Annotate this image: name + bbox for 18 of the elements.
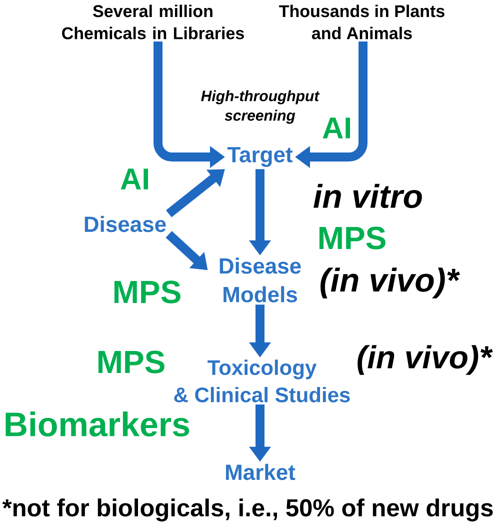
step-label: Target (227, 147, 293, 167)
condition-label: (in vivo)* (320, 268, 460, 298)
condition-label: in vitro (314, 184, 422, 208)
step-label: Disease Models (220, 258, 301, 302)
method-label: AI (322, 118, 350, 138)
method-label: MPS (114, 280, 180, 304)
method-label: MPS (98, 350, 164, 374)
method-label: MPS (319, 226, 386, 250)
footnote: *not for biologicals, i.e., 50% of new drugs (2, 498, 493, 522)
method-label: Biomarkers (6, 412, 190, 436)
condition-label: (in vivo)* (358, 345, 493, 375)
method-label: AI (120, 168, 148, 190)
step-label: Market (226, 464, 296, 480)
source-label: Thousands in Plants and Animals (279, 4, 444, 40)
step-label: Disease (84, 216, 166, 232)
step-label: Toxicology & Clinical Studies (174, 360, 350, 402)
annotation-text: High-throughput screening (201, 90, 320, 124)
source-label: Several million Chemicals in Libraries (62, 4, 244, 40)
